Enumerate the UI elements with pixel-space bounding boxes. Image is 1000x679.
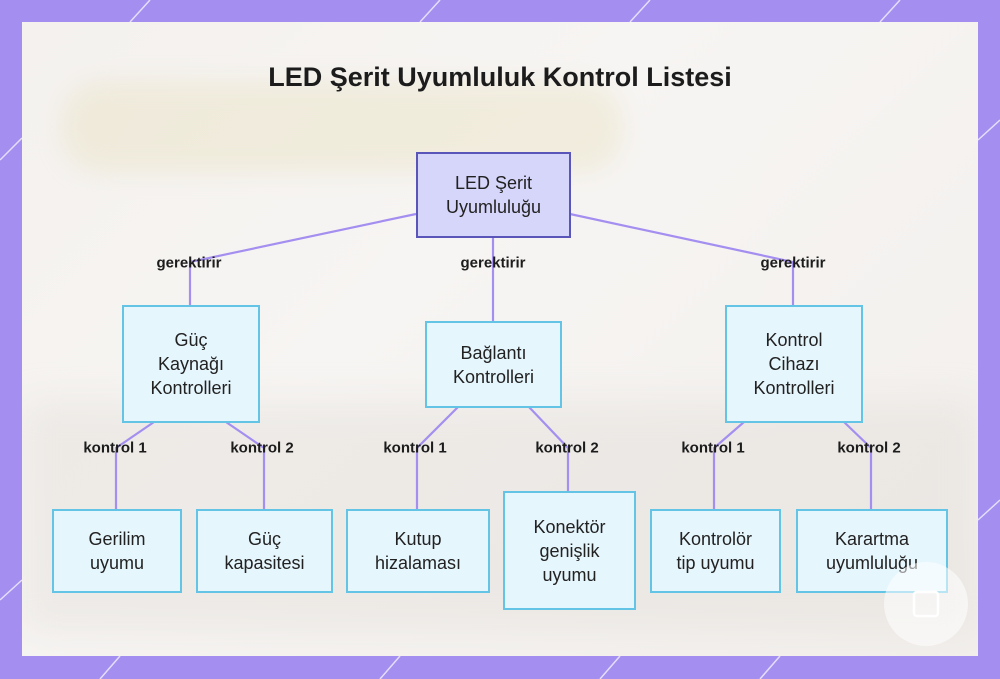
edge-connection-polarity <box>417 407 458 509</box>
node-root-label: LED Şerit Uyumluluğu <box>446 171 541 219</box>
edge-power-capacity <box>226 422 264 509</box>
edge-label-check2: kontrol 2 <box>230 440 293 457</box>
node-polarity-label: Kutup hizalaması <box>375 527 461 575</box>
edge-label-check2: kontrol 2 <box>535 440 598 457</box>
edge-label-requires: gerektirir <box>460 255 525 272</box>
node-power-label: Güç Kaynağı Kontrolleri <box>150 328 231 400</box>
node-capacity-label: Güç kapasitesi <box>224 527 304 575</box>
edge-controller-dimming <box>844 422 871 509</box>
edge-root-power <box>190 214 416 305</box>
node-voltage-label: Gerilim uyumu <box>89 527 146 575</box>
node-ctype[interactable]: Kontrolör tip uyumu <box>650 509 781 593</box>
edge-label-requires: gerektirir <box>156 255 221 272</box>
edge-label-check1: kontrol 1 <box>83 440 146 457</box>
node-voltage[interactable]: Gerilim uyumu <box>52 509 182 593</box>
node-ctype-label: Kontrolör tip uyumu <box>676 527 754 575</box>
edge-label-check1: kontrol 1 <box>383 440 446 457</box>
node-width[interactable]: Konektör genişlik uyumu <box>503 491 636 610</box>
node-capacity[interactable]: Güç kapasitesi <box>196 509 333 593</box>
edge-label-check2: kontrol 2 <box>837 440 900 457</box>
edge-power-voltage <box>116 422 154 509</box>
node-power[interactable]: Güç Kaynağı Kontrolleri <box>122 305 260 423</box>
edge-label-check1: kontrol 1 <box>681 440 744 457</box>
node-root[interactable]: LED Şerit Uyumluluğu <box>416 152 571 238</box>
node-connection[interactable]: Bağlantı Kontrolleri <box>425 321 562 408</box>
badge-icon <box>906 584 946 624</box>
edge-label-requires: gerektirir <box>760 255 825 272</box>
node-controller[interactable]: Kontrol Cihazı Kontrolleri <box>725 305 863 423</box>
node-polarity[interactable]: Kutup hizalaması <box>346 509 490 593</box>
node-controller-label: Kontrol Cihazı Kontrolleri <box>753 328 834 400</box>
edge-controller-ctype <box>714 422 744 509</box>
node-connection-label: Bağlantı Kontrolleri <box>453 341 534 389</box>
node-width-label: Konektör genişlik uyumu <box>533 515 605 587</box>
corner-badge <box>884 562 968 646</box>
